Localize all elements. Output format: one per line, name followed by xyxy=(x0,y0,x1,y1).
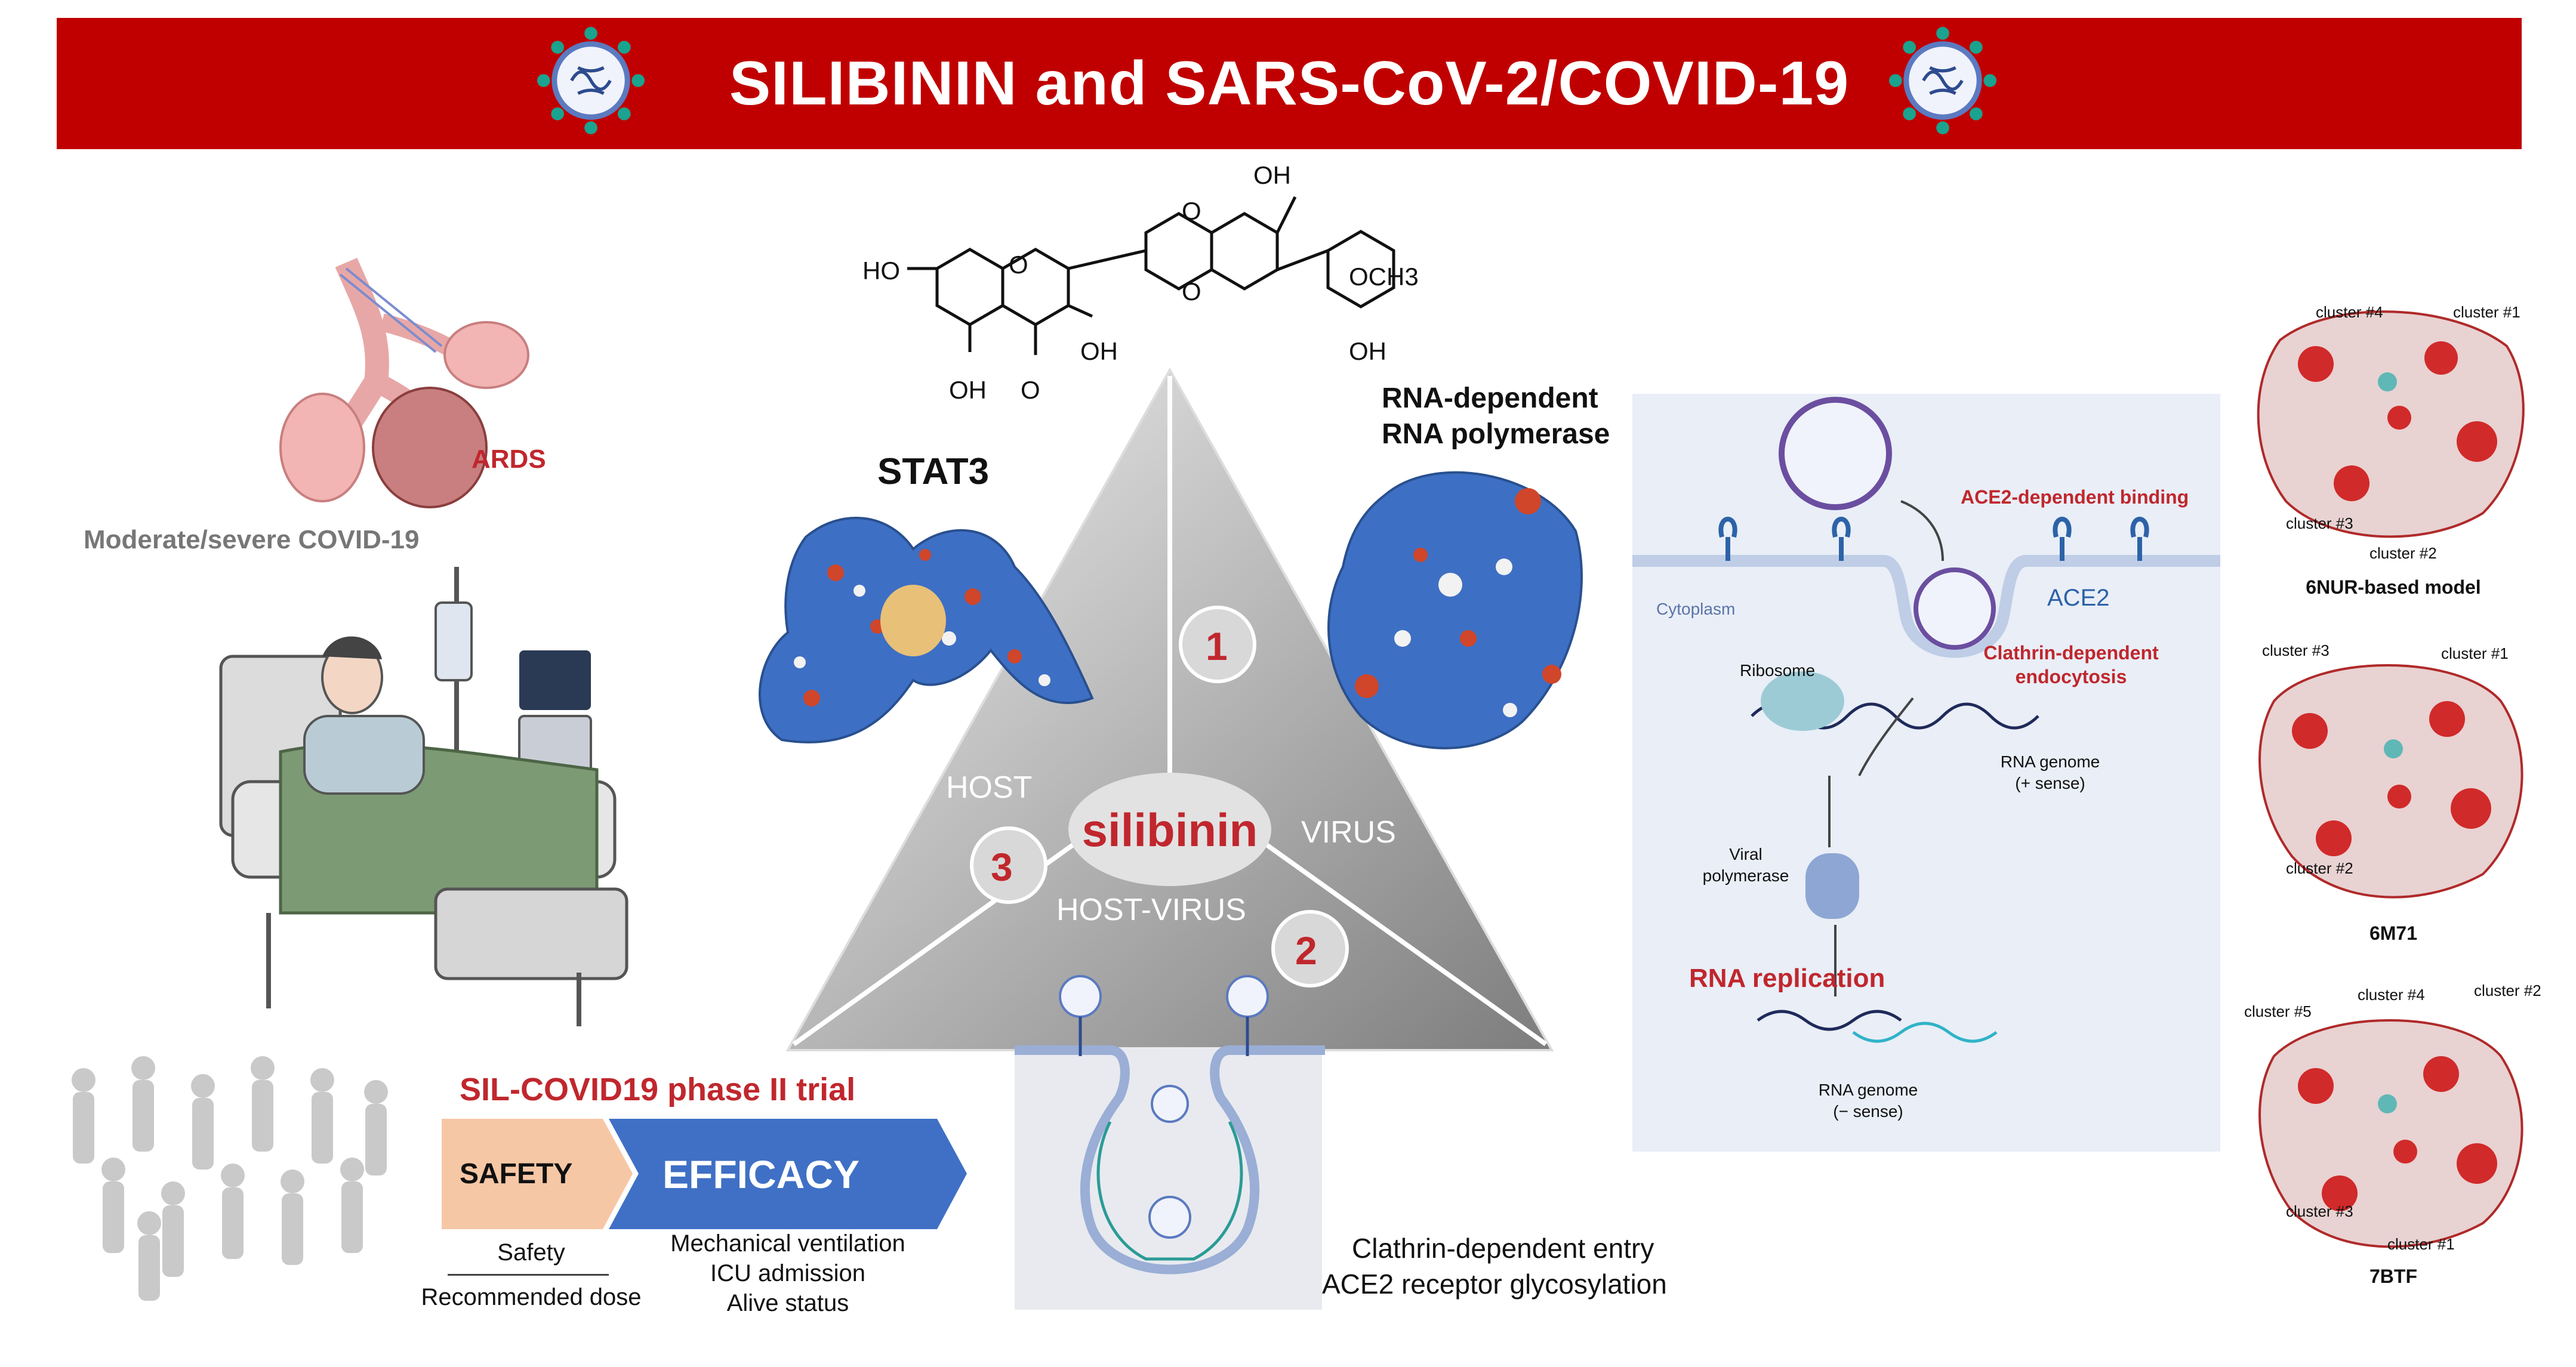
chem-label: O xyxy=(1182,277,1201,306)
virus-icon xyxy=(1889,27,1996,134)
genome-minus-label: (− sense) xyxy=(1833,1102,1903,1121)
step-2: 2 xyxy=(1295,928,1317,973)
chem-label: HO xyxy=(862,257,900,285)
cytoplasm-label: Cytoplasm xyxy=(1656,600,1736,618)
efficacy-item: Alive status xyxy=(726,1290,849,1316)
crowd-icon xyxy=(72,1056,388,1301)
genome-plus-label: RNA genome xyxy=(2000,752,2100,771)
entry-label: Clathrin-dependent entry xyxy=(1352,1233,1654,1264)
lungs-illustration xyxy=(279,258,529,508)
efficacy-item: ICU admission xyxy=(710,1260,866,1286)
page-title: SILIBININ and SARS-CoV-2/COVID-19 xyxy=(729,48,1850,118)
cluster-label: cluster #1 xyxy=(2441,644,2509,662)
ribosome-label: Ribosome xyxy=(1740,661,1816,680)
silibinin-label: silibinin xyxy=(1081,804,1258,856)
virus-label: VIRUS xyxy=(1301,815,1396,850)
cell-entry-illustration xyxy=(1632,397,2220,1043)
chem-label: O xyxy=(1009,251,1028,279)
structure-6m71 xyxy=(2258,664,2523,899)
cluster-label: cluster #1 xyxy=(2453,303,2520,321)
virus-icon xyxy=(537,27,645,134)
chem-label: O xyxy=(1182,197,1201,225)
ace2-label: ACE2 xyxy=(2047,585,2110,611)
cluster-label: cluster #2 xyxy=(2369,544,2437,562)
ace2-binding-label: ACE2-dependent binding xyxy=(1961,486,2189,508)
safety-label: SAFETY xyxy=(460,1158,573,1190)
trial-arrow xyxy=(442,1119,967,1229)
endocytosis-label: endocytosis xyxy=(2015,666,2127,687)
structure-6nur xyxy=(2257,310,2525,538)
title-banner: SILIBININ and SARS-CoV-2/COVID-19 xyxy=(57,18,2522,149)
step-1: 1 xyxy=(1206,624,1228,668)
chem-label: OH xyxy=(1349,337,1386,365)
rdrp-label: RNA-dependent xyxy=(1382,382,1598,414)
endocytosis-label: Clathrin-dependent xyxy=(1983,642,2159,664)
polymerase-label: polymerase xyxy=(1702,866,1789,885)
efficacy-label: EFFICACY xyxy=(663,1152,859,1196)
chem-label: OH xyxy=(1253,161,1291,189)
host-virus-label: HOST-VIRUS xyxy=(1056,893,1246,927)
host-label: HOST xyxy=(946,770,1033,805)
structure-name: 7BTF xyxy=(2369,1266,2417,1287)
genome-minus-label: RNA genome xyxy=(1818,1081,1918,1099)
trial-title: SIL-COVID19 phase II trial xyxy=(460,1072,856,1107)
cluster-label: cluster #4 xyxy=(2316,303,2383,321)
patient-label: Moderate/severe COVID-19 xyxy=(84,525,420,554)
step-3: 3 xyxy=(991,845,1013,889)
structure-name: 6M71 xyxy=(2369,922,2418,944)
polymerase-label: Viral xyxy=(1729,845,1762,863)
divider xyxy=(448,1274,609,1276)
genome-plus-label: (+ sense) xyxy=(2015,774,2085,792)
triangle-diagram xyxy=(785,367,1554,1051)
chem-label: OH xyxy=(1080,337,1118,365)
stat3-structure xyxy=(759,516,1094,743)
entry-label: ACE2 receptor glycosylation xyxy=(1322,1269,1667,1300)
chem-label: O xyxy=(1021,376,1040,404)
safety-item: Safety xyxy=(497,1239,565,1266)
cluster-label: cluster #2 xyxy=(2474,982,2541,999)
cluster-label: cluster #5 xyxy=(2244,1002,2312,1020)
cluster-label: cluster #3 xyxy=(2286,1202,2353,1220)
silibinin-structure xyxy=(907,196,1395,355)
stat3-label: STAT3 xyxy=(877,451,990,492)
cluster-label: cluster #1 xyxy=(2387,1235,2455,1253)
replication-label: RNA replication xyxy=(1689,964,1885,993)
efficacy-item: Mechanical ventilation xyxy=(670,1230,905,1257)
rdrp-structure xyxy=(1327,471,1583,749)
endocytosis-illustration xyxy=(1015,975,1325,1275)
chem-label: OH xyxy=(949,376,987,404)
cluster-label: cluster #2 xyxy=(2286,859,2353,877)
structure-name: 6NUR-based model xyxy=(2306,576,2481,598)
rdrp-label: RNA polymerase xyxy=(1382,418,1610,450)
cluster-label: cluster #3 xyxy=(2286,514,2353,532)
chem-label: OCH3 xyxy=(1349,263,1419,291)
structure-7btf xyxy=(2258,1019,2523,1248)
cluster-label: cluster #3 xyxy=(2262,641,2330,659)
safety-item: Recommended dose xyxy=(421,1284,642,1310)
cluster-label: cluster #4 xyxy=(2358,986,2425,1004)
patient-bed-illustration xyxy=(219,567,628,1026)
ards-label: ARDS xyxy=(472,445,546,474)
